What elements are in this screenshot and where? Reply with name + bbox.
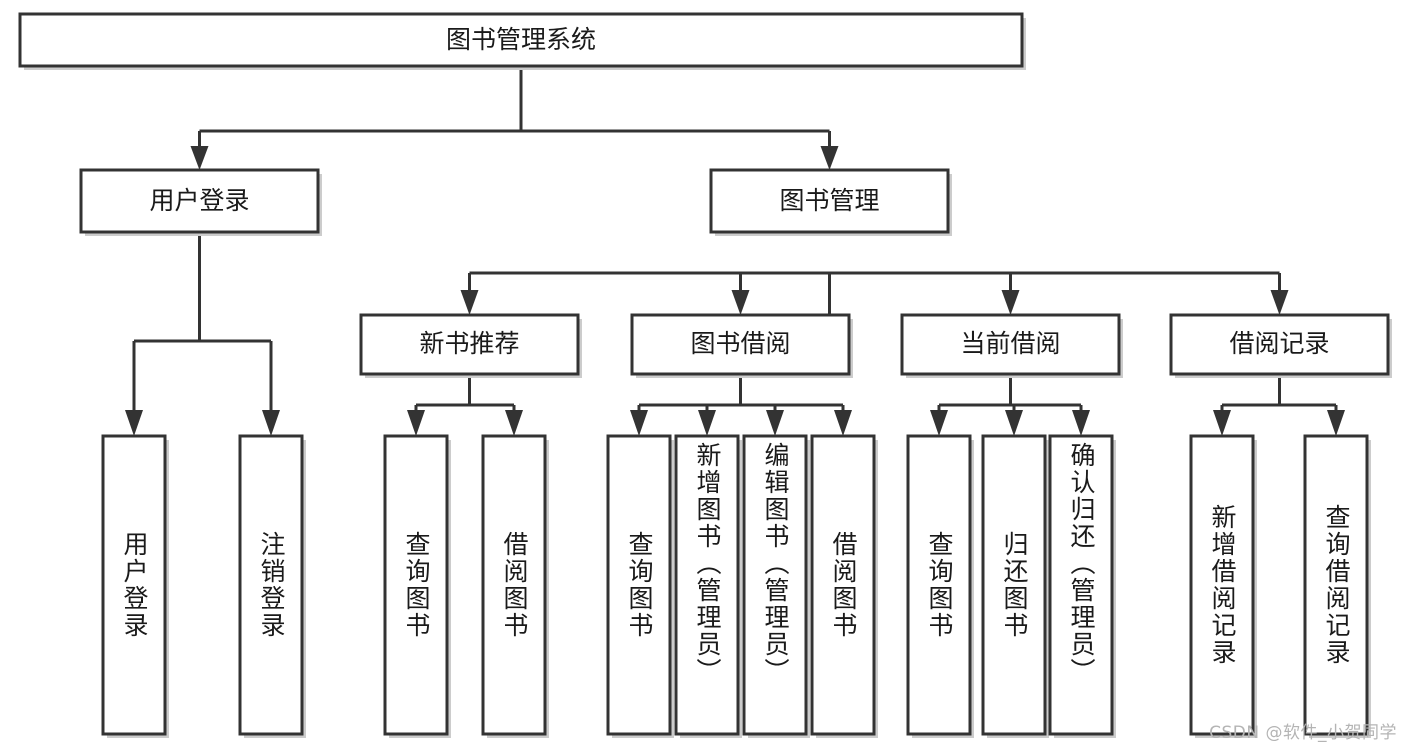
leaf-borrow-book-2-box[interactable] bbox=[810, 434, 876, 736]
borrow-record-box[interactable] bbox=[1169, 313, 1390, 376]
arrow-head-current-borrow bbox=[1001, 290, 1020, 315]
connector-group-root bbox=[190, 66, 839, 170]
node-user-login[interactable]: 用户登录 bbox=[79, 168, 322, 236]
leaf-confirm-return-box[interactable] bbox=[1048, 434, 1114, 736]
book-borrow-box[interactable] bbox=[630, 313, 851, 376]
connector-group-new-book-leaves bbox=[407, 374, 523, 436]
arrow-head-leaf-add-record bbox=[1213, 410, 1231, 436]
arrow-head-leaf-query-book-3 bbox=[930, 410, 948, 436]
leaf-query-book-2-box[interactable] bbox=[606, 434, 672, 736]
new-book-recommend-box[interactable] bbox=[359, 313, 580, 376]
node-new-book-recommend[interactable]: 新书推荐 bbox=[359, 313, 582, 378]
connector-group-borrow-record-leaves bbox=[1213, 374, 1345, 436]
arrow-head-leaf-edit-book bbox=[766, 410, 784, 436]
root-box[interactable] bbox=[18, 12, 1024, 68]
node-current-borrow[interactable]: 当前借阅 bbox=[900, 313, 1123, 378]
arrow-head-leaf-confirm-return bbox=[1072, 410, 1090, 436]
book-borrow-label: 图书借阅 bbox=[690, 329, 790, 358]
arrow-head-leaf-query-book-1 bbox=[407, 410, 425, 436]
arrow-head-leaf-user-login bbox=[125, 410, 143, 436]
arrow-head-leaf-query-record bbox=[1327, 410, 1345, 436]
connector-group-user-login-leaves bbox=[125, 232, 280, 436]
leaf-boxes bbox=[101, 434, 1371, 738]
connector-group-book-manage bbox=[460, 271, 1289, 374]
leaf-add-book-box[interactable] bbox=[674, 434, 740, 736]
borrow-record-label: 借阅记录 bbox=[1229, 329, 1329, 358]
connector-group-book-borrow-leaves bbox=[630, 374, 852, 436]
current-borrow-box[interactable] bbox=[900, 313, 1121, 376]
leaf-query-book-3-box[interactable] bbox=[906, 434, 972, 736]
arrow-head-leaf-user-logout bbox=[262, 410, 280, 436]
arrow-head-leaf-borrow-book-1 bbox=[505, 410, 523, 436]
leaf-user-logout-box[interactable] bbox=[238, 434, 304, 736]
user-login-box[interactable] bbox=[79, 168, 320, 234]
node-book-borrow[interactable]: 图书借阅 bbox=[630, 313, 853, 378]
node-root[interactable]: 图书管理系统 bbox=[18, 12, 1026, 70]
leaf-query-record-box[interactable] bbox=[1303, 434, 1369, 736]
leaf-return-book-box[interactable] bbox=[981, 434, 1047, 736]
leaf-query-book-1-box[interactable] bbox=[383, 434, 449, 736]
new-book-recommend-label: 新书推荐 bbox=[419, 329, 519, 358]
arrow-head-leaf-borrow-book-2 bbox=[834, 410, 852, 436]
book-manage-label: 图书管理 bbox=[779, 186, 879, 215]
leaf-edit-book-box[interactable] bbox=[742, 434, 808, 736]
current-borrow-label: 当前借阅 bbox=[960, 329, 1060, 358]
arrow-head-borrow-record bbox=[1270, 290, 1289, 315]
user-login-label: 用户登录 bbox=[149, 186, 249, 215]
connector-group-current-borrow-leaves bbox=[930, 374, 1090, 436]
book-manage-box[interactable] bbox=[709, 168, 950, 234]
arrow-head-book-borrow bbox=[731, 290, 750, 315]
arrow-head-leaf-query-book-2 bbox=[630, 410, 648, 436]
node-borrow-record[interactable]: 借阅记录 bbox=[1169, 313, 1392, 378]
arrow-head-leaf-return-book bbox=[1005, 410, 1023, 436]
leaf-borrow-book-1-box[interactable] bbox=[481, 434, 547, 736]
arrow-head-user-login bbox=[190, 146, 209, 170]
arrow-head-new-book-recommend bbox=[460, 290, 479, 315]
arrow-head-leaf-add-book bbox=[698, 410, 716, 436]
arrow-head-book-manage bbox=[820, 146, 839, 170]
root-label: 图书管理系统 bbox=[446, 25, 596, 54]
node-book-manage[interactable]: 图书管理 bbox=[709, 168, 952, 236]
leaf-user-login-box[interactable] bbox=[101, 434, 167, 736]
leaf-add-record-box[interactable] bbox=[1189, 434, 1255, 736]
watermark-text: CSDN @软件_小贺同学 bbox=[1209, 723, 1397, 743]
